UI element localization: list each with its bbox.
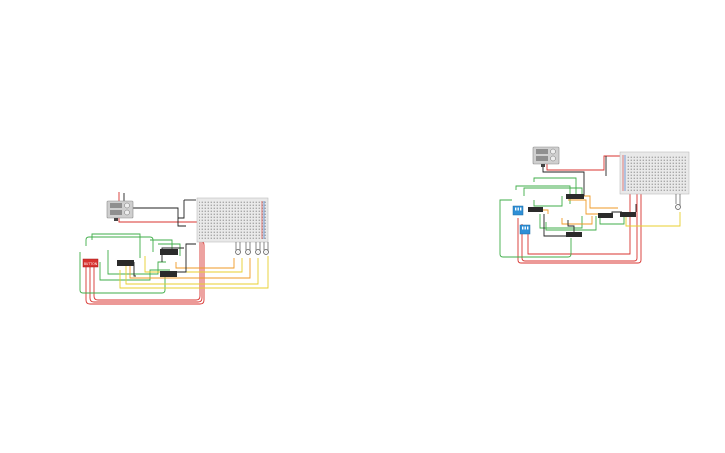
led-left-3 bbox=[255, 242, 261, 255]
power-supply-left[interactable] bbox=[106, 200, 134, 221]
circuit-right bbox=[499, 146, 690, 264]
led-left-4 bbox=[263, 242, 269, 255]
chip-left-2[interactable] bbox=[160, 249, 178, 255]
chip-left-1[interactable] bbox=[117, 260, 134, 266]
green-wires-right bbox=[499, 177, 625, 258]
chip-left-3[interactable] bbox=[160, 271, 177, 277]
chip-right-2[interactable] bbox=[566, 194, 584, 199]
led-left-2 bbox=[245, 242, 251, 255]
red-wires-left bbox=[85, 192, 208, 305]
yellow-wires-right bbox=[540, 195, 681, 227]
led-right-1 bbox=[675, 194, 681, 210]
black-wires-left bbox=[123, 193, 196, 277]
yellow-wires-left bbox=[119, 256, 269, 289]
green-wires-left bbox=[79, 233, 181, 294]
black-wires-right bbox=[542, 156, 637, 237]
breadboard-left[interactable] bbox=[196, 197, 269, 243]
circuit-left: BUTTON bbox=[79, 192, 269, 305]
button-label: BUTTON bbox=[84, 262, 98, 266]
push-button[interactable]: BUTTON bbox=[82, 258, 99, 268]
chip-right-3[interactable] bbox=[566, 232, 582, 237]
dip-switch-2[interactable] bbox=[519, 224, 531, 235]
red-wires-right bbox=[517, 155, 642, 264]
chip-right-5[interactable] bbox=[620, 212, 636, 217]
breadboard-right[interactable] bbox=[619, 151, 690, 195]
power-supply-right[interactable] bbox=[532, 146, 560, 167]
chip-right-1[interactable] bbox=[528, 207, 543, 212]
led-left-1 bbox=[235, 242, 241, 255]
dip-switch-1[interactable] bbox=[512, 205, 524, 216]
chip-right-4[interactable] bbox=[598, 213, 613, 218]
